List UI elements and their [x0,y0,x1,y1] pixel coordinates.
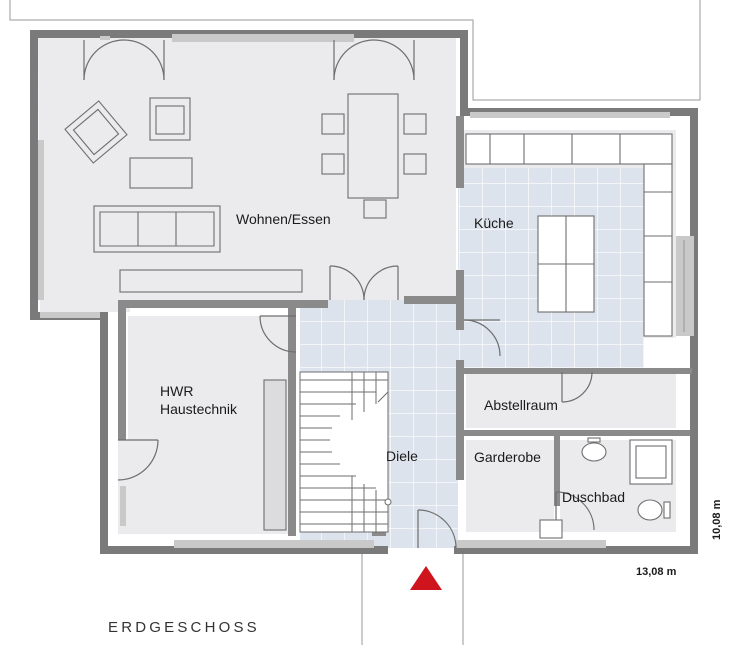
living-furniture [64,93,427,293]
hwr-furniture [263,379,287,531]
kitchen-furniture [465,133,685,337]
label-kueche: Küche [474,215,514,231]
wall-accents [38,34,694,548]
entrance-arrow-icon [410,566,442,590]
dimension-depth: 10,08 m [711,499,723,540]
label-duschbad: Duschbad [562,489,625,505]
bath-fixtures [539,437,673,539]
dimension-width: 13,08 m [636,566,677,578]
floor-hwr [128,316,296,534]
floor-areas [38,38,676,548]
label-hwr-1: HWR [160,383,193,399]
label-abstellraum: Abstellraum [484,397,558,413]
floor-title: ERDGESCHOSS [108,619,260,636]
plot-outline [9,0,701,645]
doors [83,39,595,549]
label-garderobe: Garderobe [474,449,541,465]
label-wohnen: Wohnen/Essen [236,211,331,227]
floor-garderobe [466,440,554,532]
label-diele: Diele [386,448,418,464]
label-hwr-2: Haustechnik [160,401,238,417]
floor-abstellraum [466,372,676,428]
staircase [299,371,392,533]
